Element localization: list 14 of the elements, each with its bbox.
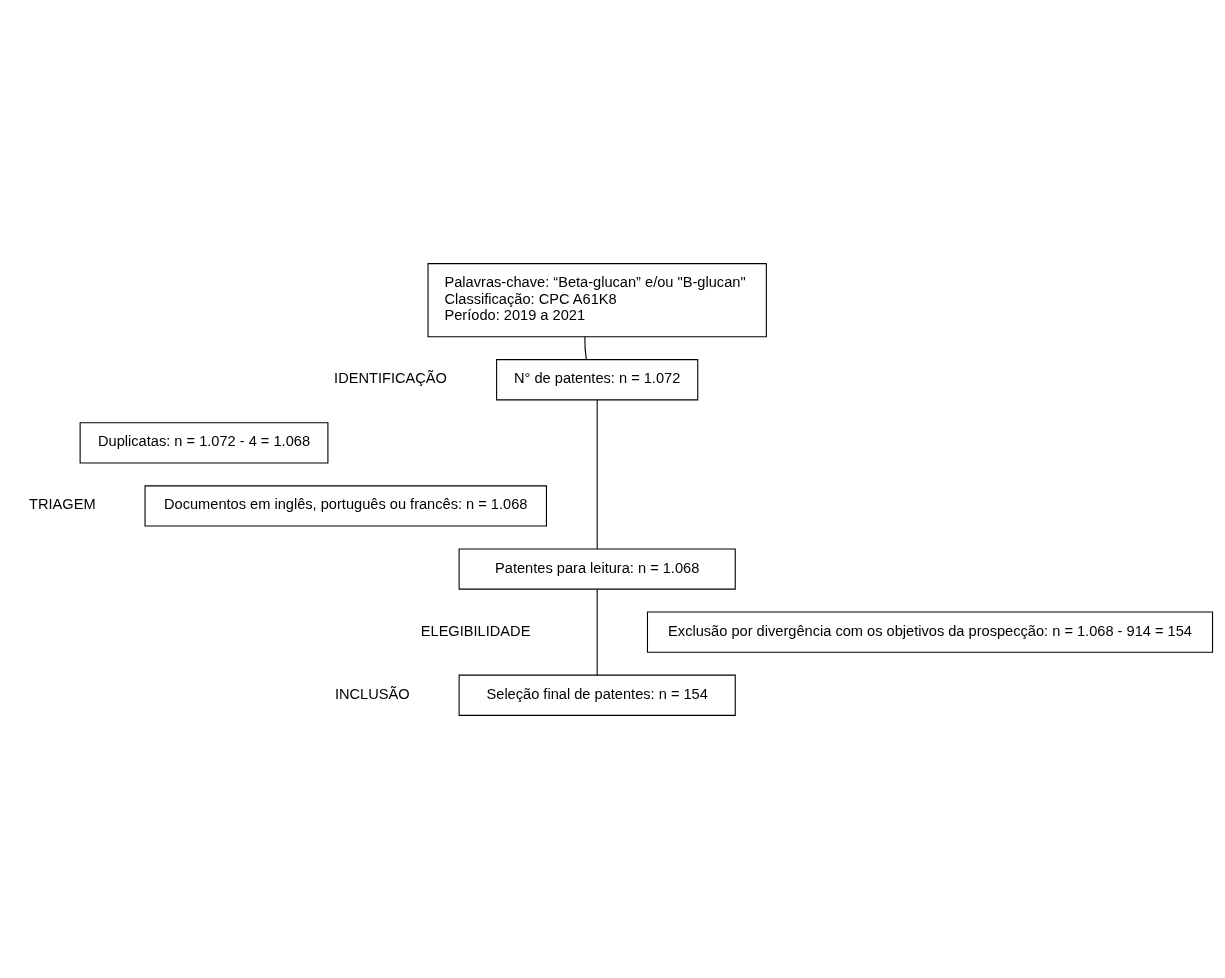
label: ELEGIBILIDADE [420,622,531,639]
node-box: Documentos em inglês, português ou francês: n = 1.068 [144,484,547,527]
node-box: N° de patentes: n = 1.072 [496,358,699,400]
node-box: Seleção final de patentes: n = 154 [458,674,736,716]
node-box: Patentes para leitura: n = 1.068 [458,547,736,590]
label: INCLUSÃO [334,685,410,702]
connector [584,335,587,360]
label: TRIAGEM [29,495,96,512]
node-box: Duplicatas: n = 1.072 - 4 = 1.068 [79,421,329,464]
connector [596,399,598,549]
connector [596,588,598,676]
node-box: Exclusão por divergência com os objetivos da prospecção: n = 1.068 - 914 = 154 [646,610,1214,653]
label: IDENTIFICAÇÃO [334,369,447,386]
node-box: Palavras-chave: “Beta-glucan” e/ou "B-glucan" Classificação: CPC A61K8 Período: 2019 a 2021 [427,262,767,337]
